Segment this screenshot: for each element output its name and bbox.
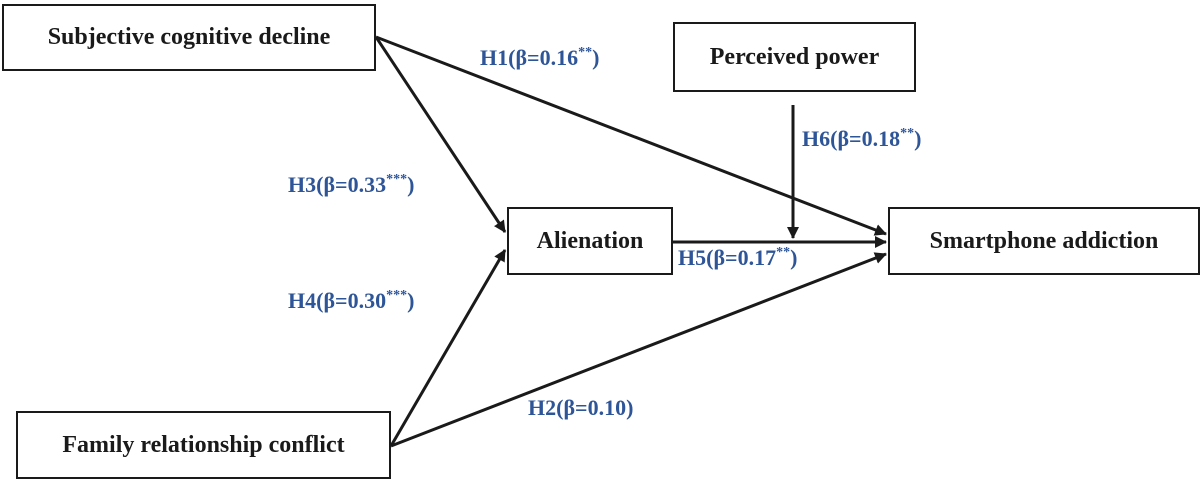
coefficient-text: H3(β=0.33 <box>288 172 387 197</box>
significance-stars: ** <box>776 245 791 260</box>
node-alienation: Alienation <box>507 207 673 275</box>
node-label: Perceived power <box>709 43 880 70</box>
significance-stars: ** <box>900 126 915 141</box>
node-label: Subjective cognitive decline <box>47 24 331 50</box>
node-label: Smartphone addiction <box>929 227 1159 254</box>
node-label: Family relationship conflict <box>62 431 345 458</box>
path-label-h6: H6(β=0.18**) <box>802 126 922 151</box>
significance-stars: ** <box>578 45 593 60</box>
coefficient-text: H2(β=0.10) <box>528 395 634 420</box>
arrow-h4 <box>389 249 507 447</box>
path-label-h3: H3(β=0.33***) <box>288 172 415 197</box>
coefficient-text: H1(β=0.16 <box>480 45 579 70</box>
node-subjective-cognitive-decline: Subjective cognitive decline <box>2 4 376 71</box>
closing-paren: ) <box>790 245 798 270</box>
node-label: Alienation <box>536 227 644 254</box>
significance-stars: *** <box>386 288 408 303</box>
path-label-h2: H2(β=0.10) <box>528 397 633 419</box>
closing-paren: ) <box>407 172 415 197</box>
closing-paren: ) <box>914 126 922 151</box>
node-perceived-power: Perceived power <box>673 22 916 92</box>
path-label-h5: H5(β=0.17**) <box>678 245 798 270</box>
coefficient-text: H4(β=0.30 <box>288 288 387 313</box>
node-family-relationship-conflict: Family relationship conflict <box>16 411 391 479</box>
coefficient-text: H5(β=0.17 <box>678 245 777 270</box>
arrow-h1 <box>375 35 887 236</box>
coefficient-text: H6(β=0.18 <box>802 126 901 151</box>
node-smartphone-addiction: Smartphone addiction <box>888 207 1200 275</box>
path-label-h4: H4(β=0.30***) <box>288 288 415 313</box>
arrow-h3 <box>374 36 507 233</box>
arrow-h2 <box>390 252 887 448</box>
significance-stars: *** <box>386 172 408 187</box>
closing-paren: ) <box>592 45 600 70</box>
closing-paren: ) <box>407 288 415 313</box>
path-label-h1: H1(β=0.16**) <box>480 45 600 70</box>
